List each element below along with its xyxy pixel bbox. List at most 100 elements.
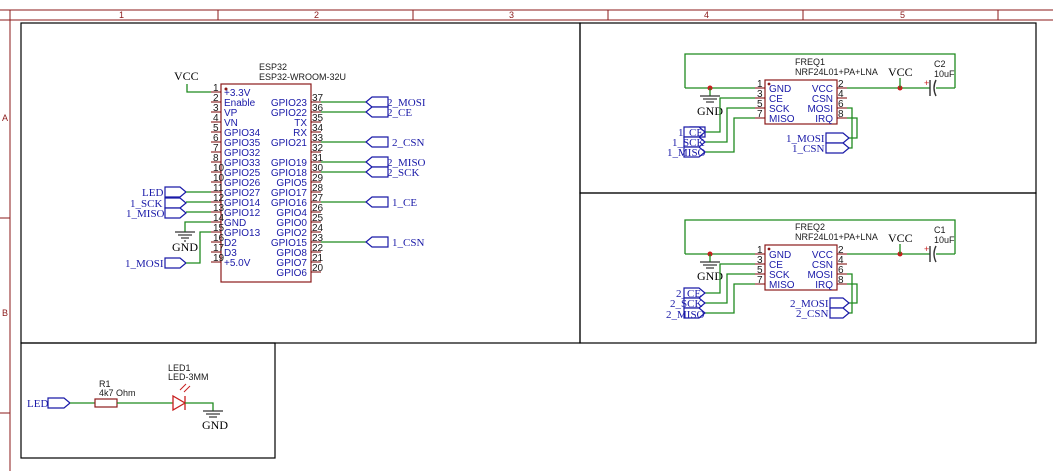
nrf-pin-num: 8 xyxy=(838,109,844,120)
port-1-ce-esp-label: 1_CE xyxy=(392,197,417,209)
esp32-pin-num: 37 xyxy=(312,93,324,104)
led1-diode[interactable]: LED1 LED-3MM xyxy=(168,363,209,412)
esp32-pin-name: GPIO7 xyxy=(276,258,307,269)
port-1-ce-esp[interactable] xyxy=(365,196,389,208)
esp32-pin-name: +3.3V xyxy=(224,88,251,99)
nrf-pin-num: 3 xyxy=(757,89,763,100)
nrf-pin-name: VCC xyxy=(812,250,833,261)
nrf-pin-num: 7 xyxy=(757,109,763,120)
port-2-miso-esp[interactable] xyxy=(365,156,389,168)
esp32-pin-num: 21 xyxy=(312,253,324,264)
port-2-csn-f2[interactable] xyxy=(829,307,850,319)
port-1-ce-f1[interactable] xyxy=(683,126,706,138)
port-2-csn-esp[interactable] xyxy=(365,136,389,148)
port-1-csn-esp[interactable] xyxy=(365,236,389,248)
nrf-pin-num: 5 xyxy=(757,265,763,276)
led1-value: LED-3MM xyxy=(168,372,209,382)
port-1-mosi-esp[interactable] xyxy=(164,257,187,269)
port-1-csn-f1[interactable] xyxy=(825,142,850,154)
nrf-pin-num: 4 xyxy=(838,255,844,266)
esp32-pin-num: 36 xyxy=(312,103,324,114)
nrf-pin-num: 8 xyxy=(838,275,844,286)
port-2-sck-esp[interactable] xyxy=(365,166,389,178)
esp32-part: ESP32-WROOM-32U xyxy=(259,72,346,82)
freq2-part: NRF24L01+PA+LNA xyxy=(795,232,878,242)
nrf-pin-name: MOSI xyxy=(807,104,833,115)
freq2-capacitor[interactable]: + C1 10uF xyxy=(924,225,955,263)
nrf-pin-num: 5 xyxy=(757,99,763,110)
nrf-pin-name: SCK xyxy=(769,104,790,115)
esp32-pin-name: GPIO0 xyxy=(276,218,307,229)
esp32-pin-num: 12 xyxy=(213,193,225,204)
nrf-pin-num: 2 xyxy=(838,79,844,90)
esp32-pin-name: D3 xyxy=(224,248,237,259)
esp32-pin-num: 17 xyxy=(213,243,225,254)
port-1-miso-f1[interactable] xyxy=(683,146,706,158)
esp32-pin-num: 11 xyxy=(213,183,224,194)
esp32-pin-name: GPIO34 xyxy=(224,128,261,139)
nrf-pin-name: CE xyxy=(769,94,783,105)
freq1-gnd-label: GND xyxy=(697,104,723,118)
esp32-pin-name: +5.0V xyxy=(224,258,251,269)
esp32-pin-num: 24 xyxy=(312,223,324,234)
port-1-sck-f1[interactable] xyxy=(683,136,706,148)
esp32-pin-num: 2 xyxy=(213,93,219,104)
esp32-pin-name: Enable xyxy=(224,98,256,109)
esp32-pin-num: 8 xyxy=(213,153,219,164)
port-2-ce-esp[interactable] xyxy=(365,106,389,118)
port-2-sck-f2[interactable] xyxy=(683,297,706,309)
esp32-pin-name: VN xyxy=(224,118,238,129)
freq2-section xyxy=(579,192,1037,344)
esp32-pin-num: 35 xyxy=(312,113,324,124)
freq2-cap-value: 10uF xyxy=(934,235,955,245)
led-section xyxy=(20,342,276,459)
port-1-mosi-esp-label: 1_MOSI xyxy=(125,258,164,270)
port-1-miso-esp[interactable] xyxy=(164,207,187,219)
port-2-miso-f2[interactable] xyxy=(683,307,706,319)
port-2-ce-f2-label: 2_CE xyxy=(676,288,701,300)
port-1-sck-esp[interactable] xyxy=(164,197,187,209)
esp32-pin-num: 10 xyxy=(213,163,225,174)
port-1-sck-esp-label: 1_SCK xyxy=(130,198,162,210)
nrf-pin-name: GND xyxy=(769,250,791,261)
ruler-col-5: 5 xyxy=(900,10,905,20)
esp32-pin-num: 14 xyxy=(213,213,225,224)
nrf-pin-num: 3 xyxy=(757,255,763,266)
port-led-circuit[interactable] xyxy=(47,397,71,409)
esp32-pin-name: GPIO2 xyxy=(276,228,307,239)
port-2-mosi-esp[interactable] xyxy=(365,96,389,108)
port-1-mosi-f1[interactable] xyxy=(825,132,850,144)
ruler-row-b: B xyxy=(2,308,8,318)
esp32-pin-num: 28 xyxy=(312,183,324,194)
esp32-pin-num: 27 xyxy=(312,193,324,204)
port-led-esp[interactable] xyxy=(164,186,187,198)
freq1-vcc-label: VCC xyxy=(888,65,913,79)
esp32-pin-name: GPIO27 xyxy=(224,188,261,199)
esp32-pin-name: GPIO26 xyxy=(224,178,261,189)
freq2-designator: FREQ2 xyxy=(795,222,825,232)
nrf-pin-name: MISO xyxy=(769,114,795,125)
esp32-pin-name: GPIO18 xyxy=(271,168,308,179)
port-2-sck-f2-label: 2_SCK xyxy=(670,298,702,310)
nrf-pin-name: GND xyxy=(769,84,791,95)
port-2-miso-f2-label: 2_MISO xyxy=(666,309,705,321)
port-2-ce-f2[interactable] xyxy=(683,287,706,299)
port-2-mosi-f2[interactable] xyxy=(829,297,850,309)
esp32-pin-name: GPIO25 xyxy=(224,168,261,179)
esp32-pin-name: GPIO5 xyxy=(276,178,307,189)
freq1-cap-designator: C2 xyxy=(934,59,946,69)
esp32-pin-name: GND xyxy=(224,218,246,229)
freq1-capacitor[interactable]: + C2 10uF xyxy=(924,59,955,97)
esp32-pin-num: 4 xyxy=(213,113,219,124)
esp32-pin-num: 7 xyxy=(213,143,219,154)
esp32-body xyxy=(220,83,312,283)
esp32-gnd-icon xyxy=(175,231,195,242)
port-1-sck-f1-label: 1_SCK xyxy=(672,137,704,149)
esp32-pin-num: 3 xyxy=(213,103,219,114)
port-2-sck-esp-label: 2_SCK xyxy=(387,167,419,179)
